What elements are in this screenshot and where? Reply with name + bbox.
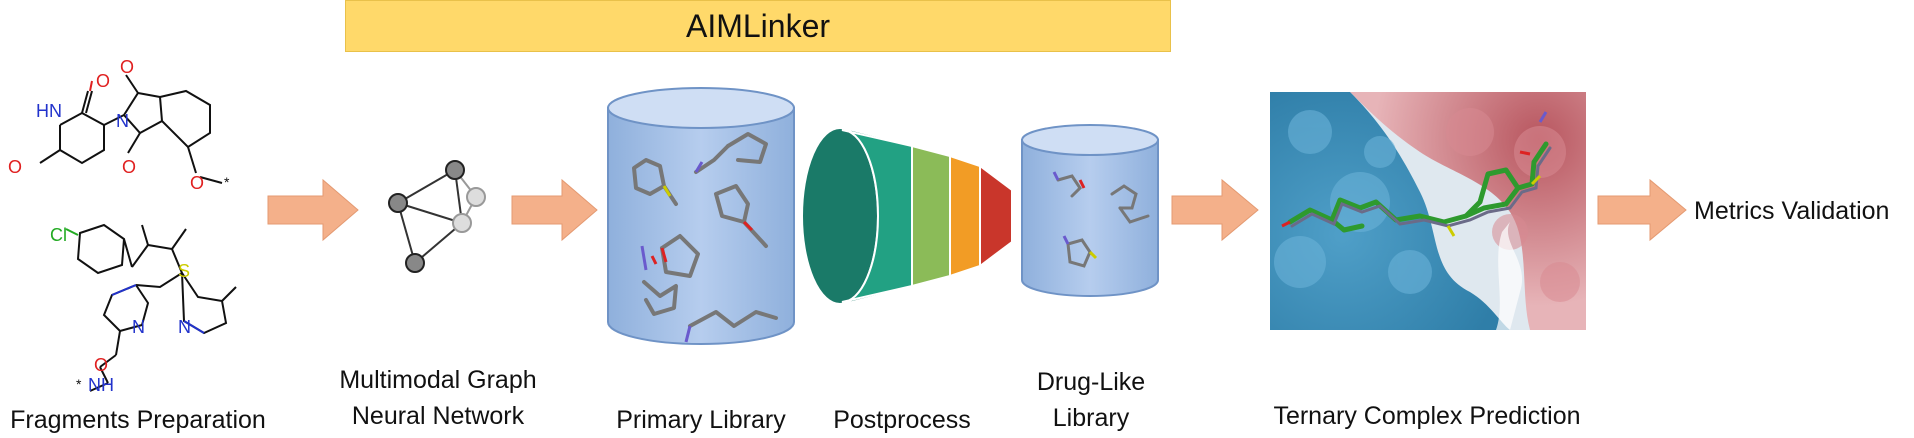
arrow-4 bbox=[1597, 178, 1687, 242]
atom-o: O bbox=[122, 157, 136, 177]
atom-nh: NH bbox=[88, 375, 114, 395]
atom-o: O bbox=[8, 157, 22, 177]
fragment-molecule-bottom: Cl S N N O NH * bbox=[50, 223, 237, 395]
graph-network-icon bbox=[388, 160, 486, 273]
arrow-3 bbox=[1171, 178, 1259, 242]
diagram-title: AIMLinker bbox=[685, 7, 831, 44]
label-ternary-complex: Ternary Complex Prediction bbox=[1273, 402, 1581, 430]
title-banner: AIMLinker bbox=[345, 0, 1171, 52]
atom-o: O bbox=[120, 57, 134, 77]
label-primary-library: Primary Library bbox=[616, 406, 786, 434]
atom-s: S bbox=[178, 261, 190, 281]
arrow-2 bbox=[511, 178, 598, 242]
label-druglike-line2: Library bbox=[1052, 404, 1130, 432]
atom-cl: Cl bbox=[50, 225, 67, 245]
atom-n: N bbox=[178, 317, 191, 337]
atom-o: O bbox=[96, 71, 110, 91]
postprocess-funnel bbox=[801, 127, 1013, 305]
label-gnn-line1: Multimodal Graph bbox=[339, 366, 537, 394]
ternary-complex-image bbox=[1270, 92, 1586, 330]
label-metrics-validation: Metrics Validation bbox=[1694, 197, 1890, 225]
druglike-library-cylinder bbox=[1021, 124, 1159, 297]
atom-hn: HN bbox=[36, 101, 62, 121]
primary-library-cylinder bbox=[607, 87, 795, 345]
label-postprocess: Postprocess bbox=[833, 406, 971, 434]
fragment-molecule-top: O HN O O N O O * bbox=[8, 57, 230, 193]
atom-o: O bbox=[94, 355, 108, 375]
label-druglike-line1: Drug-Like bbox=[1036, 368, 1146, 396]
label-fragments-preparation: Fragments Preparation bbox=[10, 406, 266, 434]
atom-n: N bbox=[132, 317, 145, 337]
atom-star: * bbox=[224, 174, 230, 190]
atom-o: O bbox=[190, 173, 204, 193]
arrow-1 bbox=[267, 178, 359, 242]
atom-n: N bbox=[116, 111, 129, 131]
atom-star: * bbox=[76, 376, 82, 392]
label-gnn-line2: Neural Network bbox=[351, 402, 525, 430]
